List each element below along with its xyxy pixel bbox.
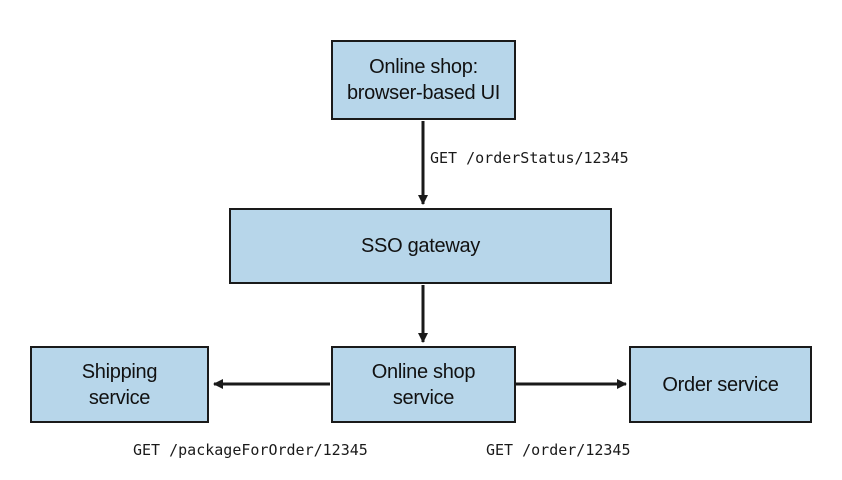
sso-gateway-label: SSO gateway — [361, 235, 480, 257]
online-shop-ui-node: Online shop: browser-based UI — [331, 40, 516, 120]
shipping-service-line-1: Shipping — [81, 360, 158, 383]
sso-gateway-node: SSO gateway — [229, 208, 612, 284]
edge-label-package-for-order: GET /packageForOrder/12345 — [133, 441, 368, 459]
edge-label-order: GET /order/12345 — [486, 441, 631, 459]
online-shop-service-line-1: Online shop — [371, 360, 476, 383]
online-shop-ui-line-1: Online shop: — [369, 56, 478, 78]
order-service-node: Order service — [629, 346, 812, 423]
online-shop-service-line-2: service — [392, 386, 455, 409]
shipping-service-node: Shipping service — [30, 346, 209, 423]
online-shop-ui-line-2: browser-based UI — [346, 82, 501, 104]
order-service-label: Order service — [662, 373, 779, 396]
edge-label-order-status: GET /orderStatus/12345 — [430, 149, 629, 167]
online-shop-service-node: Online shop service — [331, 346, 516, 423]
shipping-service-line-2: service — [88, 386, 151, 409]
